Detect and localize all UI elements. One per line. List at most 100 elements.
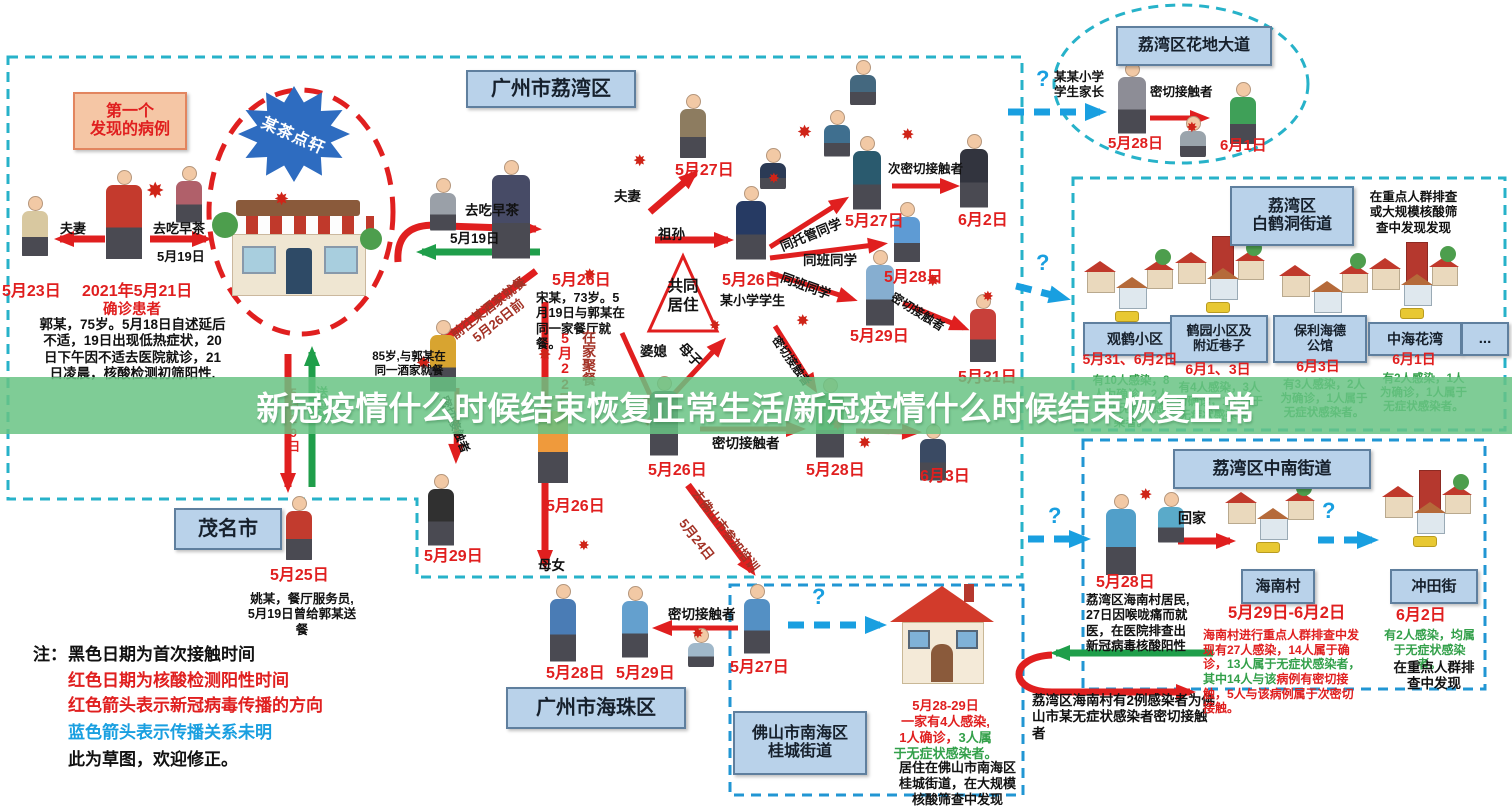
question-mark: ? [1036,66,1050,91]
person-icon [970,294,996,364]
virus-icon [709,318,721,332]
community-label-heyuan: 鹤园小区及 附近巷子 [1170,315,1268,363]
person-icon [960,134,988,210]
case-description: 郭某，75岁。5月18日自述延后 不适，19日出现低热症状，20 日下午因不适去… [39,317,226,382]
region-title-haizhu: 广州市海珠区 [506,687,686,729]
date-label: 5月27日 [845,213,904,230]
date-label: 5月28日 [884,269,943,286]
foshan-region-border [728,583,1025,797]
community-label-baoli: 保利海德 公馆 [1273,315,1367,363]
house-icon [890,584,994,688]
date-label: 6月3日 [1296,358,1340,374]
date-label: 5月29日-6月2日 [1228,604,1346,622]
relation-label-cohabit: 共同 居住 [667,278,699,314]
date-label: 5月19日 [450,231,500,246]
community-label-zhonghai: 中海花湾 [1368,322,1462,356]
legend-line-red-arrows: 红色箭头表示新冠病毒传播的方向 [68,696,323,715]
person-icon [1106,494,1136,578]
date-label: 5月26日 [546,498,605,515]
blue-arrow-baihedong [1015,282,1071,304]
date-label: 6月2日 [958,212,1008,229]
screening-note: 在重点人群排查 或大规模核酸筛 查中发现发现 [1369,190,1458,235]
date-label: 6月1日 [1220,137,1267,154]
person-icon [176,166,202,224]
zhongnan-region-border [1081,438,1487,691]
person-icon [680,94,706,160]
region-title-baihedong: 荔湾区 白鹤洞街道 [1230,186,1354,246]
legend-line-black-dates: 黑色日期为首次接触时间 [68,645,255,664]
date-label: 5月27日 [730,659,789,676]
first-case-box: 第一个 发现的病例 [73,92,187,150]
relation-label: 同班同学 [803,253,857,268]
person-icon-waitress [286,496,312,562]
relation-label: 去吃早茶 [153,221,206,236]
link-note: 荔湾区海南村有2例感染者为佛 山市某无症状感染者密切接触者 [1032,693,1216,741]
neighborhood-icon-guanhe [1084,243,1177,323]
date-label: 5月31、6月2日 [1082,351,1178,367]
infection-summary: 5月28-29日 一家有4人感染, 1人确诊，3人属 于无症状感染者。 [893,698,998,761]
virus-icon [858,436,871,452]
virus-icon [768,171,780,185]
person-icon-guo [106,170,142,262]
date-label: 5月26日 [552,272,611,289]
virus-icon [797,123,812,141]
relation-label: 去吃早茶 [465,203,519,218]
date-label: 6月1、3日 [1185,361,1251,377]
neighborhood-icon-zhonghai [1369,240,1462,320]
date-label: 5月28日 [806,462,865,479]
legend-line-red-dates: 红色日期为核酸检测阳性时间 [68,671,289,690]
virus-icon [796,314,809,330]
person-icon-song [492,160,530,262]
watermark-banner: 新冠疫情什么时候结束恢复正常生活/新冠疫情什么时候结束恢复正常 [0,377,1512,434]
relation-label: 祖孙 [658,227,685,242]
place-label-hainan: 海南村 [1241,569,1315,604]
legend-line-blue-arrows: 蓝色箭头表示传播关系未明 [68,723,272,742]
virus-icon [146,180,164,202]
person-icon [1158,492,1184,544]
date-label: 5月27日 [675,162,734,179]
screening-note: 在重点人群排 查中发现 [1393,660,1475,692]
role-label: 某某小学 学生家长 [1053,70,1104,100]
red-arrow-training [685,482,756,576]
relation-label: 夫妻 [614,189,641,204]
region-title-maoming: 茂名市 [174,508,282,550]
baihedong-region-border [1071,176,1507,432]
region-title-foshan: 佛山市南海区 桂城街道 [733,711,867,775]
relation-label: 在家聚餐 [581,330,598,386]
date-label: 5月19日 [157,249,205,264]
case-description: 居住在佛山市南海区 桂城街道，在大规模 核酸筛查中发现 [898,760,1016,807]
relation-label: 密切接触者 [668,607,736,622]
relation-label: 婆媳 [640,344,667,359]
person-icon [824,110,850,158]
status-label: 确诊患者 [103,302,161,318]
date-label: 6月3日 [920,468,970,485]
date-label: 6月2日 [1396,607,1446,624]
question-mark: ? [1036,250,1050,275]
red-arrow-close31 [902,300,970,331]
date-label: 5月28日 [1108,135,1164,152]
red-arrow-classmate1 [769,237,888,261]
cohabit-triangle [646,252,720,333]
role-label: 某小学学生 [720,293,786,308]
date-label: 5月25日 [270,567,329,584]
virus-icon [1186,120,1198,134]
community-label-more: ... [1461,322,1509,356]
virus-icon [578,538,590,552]
watermark-text: 新冠疫情什么时候结束恢复正常生活/新冠疫情什么时候结束恢复正常 [256,389,1256,427]
teahouse-ellipse [206,87,396,337]
case-description: 荔湾区海南村居民, 27日因喉咙痛而就 医，在医院排查出 新冠病毒核酸阳性 [1086,593,1190,653]
question-mark: ? [1322,498,1336,523]
person-icon [850,60,876,106]
region-title-liwan: 广州市荔湾区 [466,70,636,108]
date-label: 5月28日 [546,665,605,682]
region-title-huadi: 荔湾区花地大道 [1116,26,1272,66]
case-description: 姚某，餐厅服务员, 5月19日曾给郭某送餐 [247,592,357,637]
person-icon [622,586,648,660]
person-icon-student [736,186,766,262]
relation-label: 回家 [1178,510,1206,526]
date-label: 5月26日 [722,272,781,289]
legend-line-draft: 此为草图，欢迎修正。 [68,750,238,769]
person-icon [430,178,456,232]
person-icon [894,202,920,264]
